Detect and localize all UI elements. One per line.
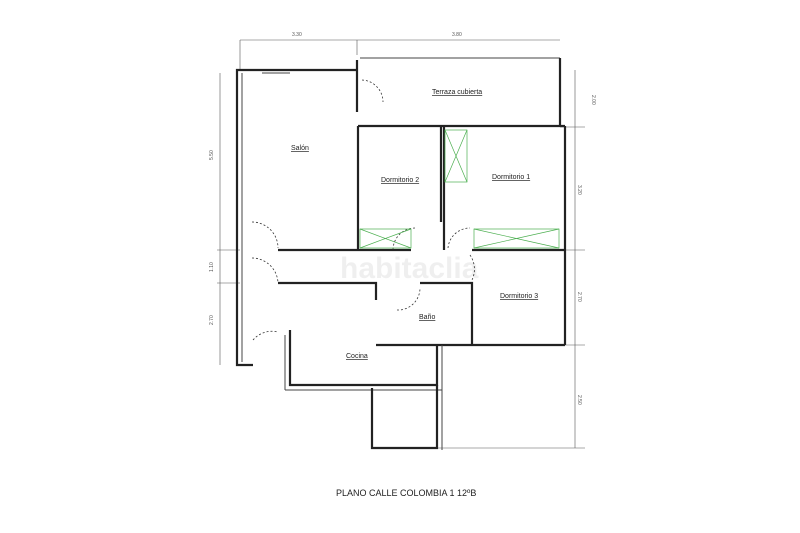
walls [235, 57, 567, 450]
plan-title: PLANO CALLE COLOMBIA 1 12ºB [336, 488, 476, 498]
room-label-bano: Baño [419, 314, 435, 321]
room-label-dormitorio-3: Dormitorio 3 [500, 293, 538, 300]
dim-top-right: 3.80 [452, 32, 462, 38]
dim-right-terrace: 2.00 [590, 95, 596, 105]
wardrobes [359, 129, 560, 249]
dim-left-hall: 1.10 [209, 262, 215, 272]
room-label-salon: Salón [291, 145, 309, 152]
watermark: habitaclia [340, 252, 479, 285]
dim-right-dorm1: 3.20 [576, 185, 582, 195]
room-label-cocina: Cocina [346, 353, 368, 360]
dim-left-salon: 5.50 [209, 150, 215, 160]
dim-right-dorm3: 2.70 [576, 292, 582, 302]
dimension-lines [217, 39, 585, 449]
room-label-terraza: Terraza cubierta [432, 89, 482, 96]
dim-top-left: 3.30 [292, 32, 302, 38]
dim-right-bottom: 2.50 [576, 395, 582, 405]
dim-left-cocina: 2.70 [209, 315, 215, 325]
room-label-dormitorio-1: Dormitorio 1 [492, 174, 530, 181]
room-label-dormitorio-2: Dormitorio 2 [381, 177, 419, 184]
doors [251, 79, 475, 341]
